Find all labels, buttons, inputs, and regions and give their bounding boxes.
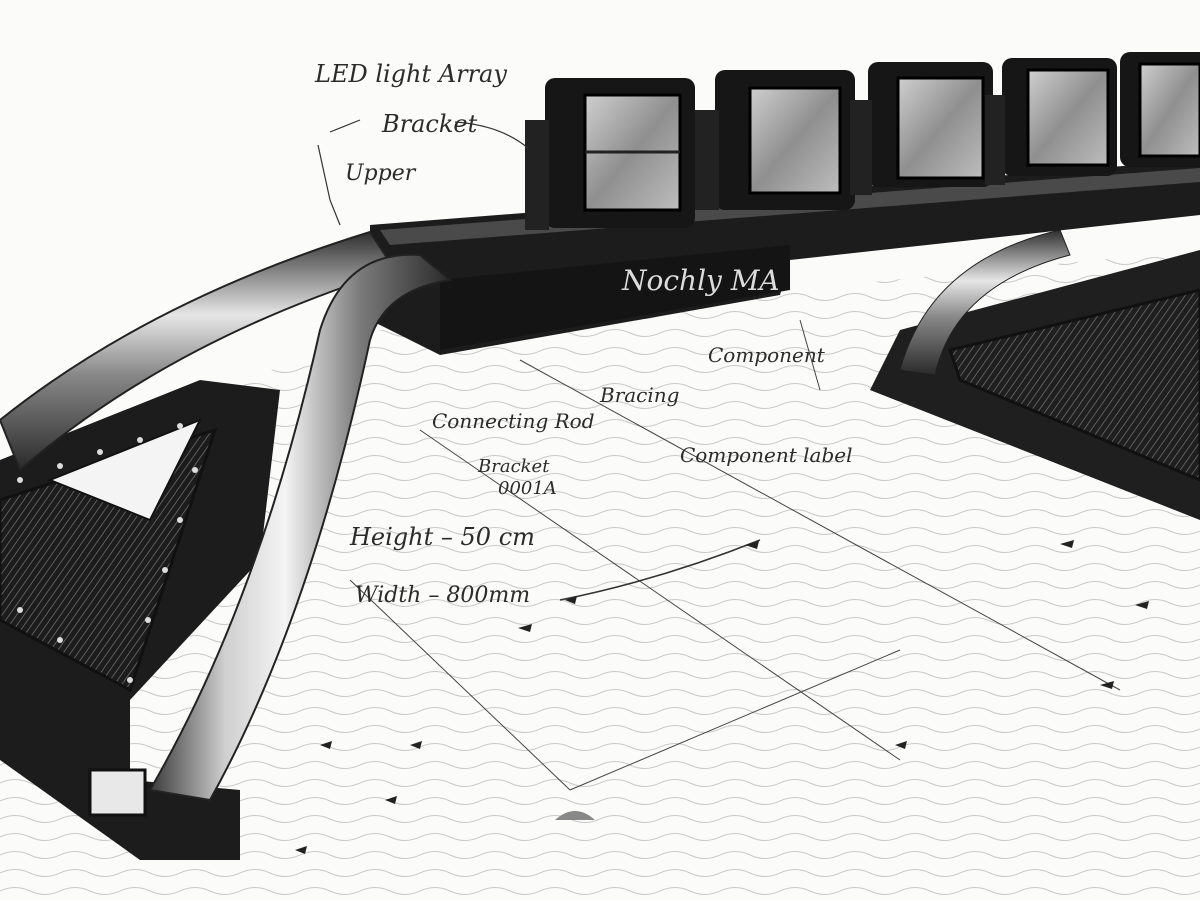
label-bracket-2-code: 0001A	[498, 478, 557, 499]
label-component: Component	[708, 343, 826, 367]
label-upper: Upper	[345, 161, 417, 186]
led-light-array	[525, 52, 1200, 230]
left-side-frame	[0, 380, 280, 860]
label-bracing: Bracing	[599, 383, 679, 407]
label-bracket: Bracket	[381, 110, 478, 138]
label-connecting-rod: Connecting Rod	[432, 409, 595, 433]
label-height: Height – 50 cm	[349, 523, 535, 551]
label-brand: Nochly MA	[621, 264, 780, 297]
label-component-label: Component label	[680, 443, 853, 467]
chrome-tubes	[0, 230, 453, 802]
label-led-array: LED light Array	[314, 60, 507, 88]
leader-lines	[317, 119, 529, 226]
lamp-4	[985, 58, 1117, 185]
lamp-3	[850, 62, 993, 195]
lamp-2	[695, 70, 855, 210]
label-width: Width – 800mm	[355, 583, 530, 608]
label-bracket-2: Bracket	[477, 456, 550, 477]
ground-markers	[295, 540, 1149, 854]
lamp-5	[1120, 52, 1200, 167]
lamp-1	[525, 78, 695, 230]
right-side-frame	[870, 229, 1200, 520]
annotations: LED light Array Bracket Upper Nochly MA …	[314, 60, 853, 608]
